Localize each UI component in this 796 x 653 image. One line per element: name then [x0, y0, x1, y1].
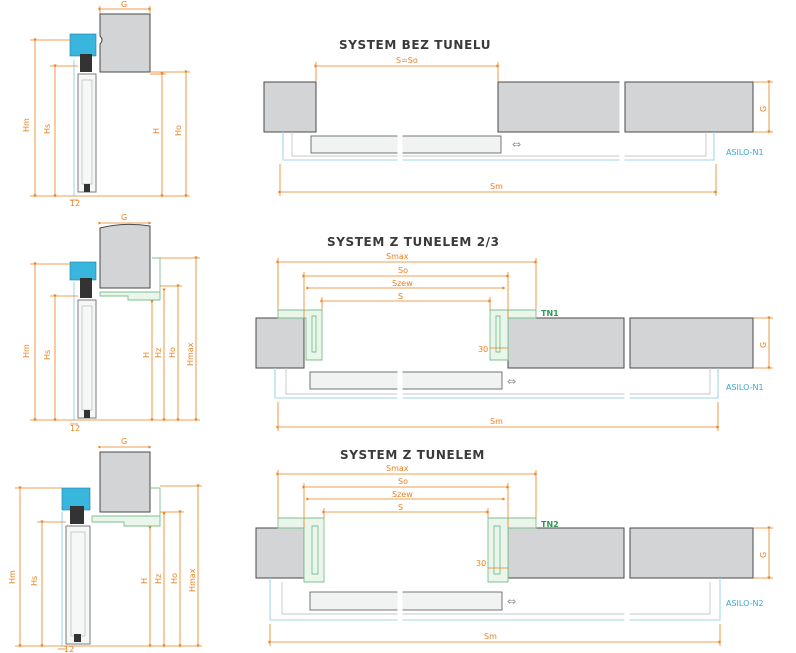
label-hm: Hm	[22, 344, 31, 358]
label-hmax: Hmax	[186, 342, 195, 366]
label-12: 12	[70, 199, 80, 208]
label-sm: Sm	[484, 632, 497, 641]
label-30: 30	[478, 345, 488, 354]
slide-arrow: ⇔	[512, 138, 521, 151]
label-ho: Ho	[168, 347, 177, 358]
label-hz: Hz	[154, 574, 163, 584]
tunnel-right-inner	[495, 315, 501, 353]
label-g: G	[121, 437, 127, 446]
sliding-panel	[309, 371, 503, 390]
wall-left	[255, 527, 305, 579]
wall-section	[99, 223, 151, 289]
label-hs: Hs	[43, 124, 52, 134]
label-hmax: Hmax	[188, 568, 197, 592]
mount-profile	[69, 33, 97, 57]
wall-section	[99, 13, 151, 73]
rail-outline	[274, 368, 719, 399]
section1-side-view: G Hm Hs H Ho 12	[22, 0, 190, 208]
label-tn: TN1	[541, 309, 559, 318]
label-h: H	[140, 578, 149, 584]
section2-plan-view: SYSTEM Z TUNELEM 2/3 ⇔ Smax So Szew S TN…	[255, 235, 773, 431]
label-g-plan: G	[759, 106, 768, 112]
rail-inner	[291, 132, 707, 157]
trolley	[80, 54, 92, 72]
wall-right-a	[507, 317, 625, 369]
section1-title: SYSTEM BEZ TUNELU	[339, 38, 491, 52]
label-szew: Szew	[392, 279, 413, 288]
label-s: S	[398, 503, 403, 512]
label-h: H	[142, 352, 151, 358]
label-h: H	[152, 128, 161, 134]
wall-right-b	[629, 317, 754, 369]
tunnel-cap	[150, 487, 161, 516]
door-leaf	[65, 525, 91, 645]
trolley	[70, 506, 84, 524]
slide-arrow: ⇔	[507, 375, 516, 388]
label-12: 12	[70, 424, 80, 433]
label-rail: ASILO-N1	[726, 148, 764, 157]
tunnel-profile	[91, 515, 161, 527]
label-so: So	[398, 477, 408, 486]
label-ho: Ho	[170, 573, 179, 584]
label-12: 12	[64, 645, 74, 653]
label-rail: ASILO-N2	[726, 599, 764, 608]
tunnel-left-inner	[311, 525, 319, 575]
rail-inner	[285, 368, 711, 395]
door-bottom	[84, 184, 90, 192]
sliding-panel	[309, 591, 503, 611]
mount-profile	[69, 261, 97, 281]
label-hs: Hs	[43, 350, 52, 360]
label-sm: Sm	[490, 417, 503, 426]
tunnel-cap	[152, 257, 161, 292]
wall-section	[99, 451, 151, 513]
label-hs: Hs	[30, 576, 39, 586]
section3-side-view: G Hm Hs H Hz Ho Hmax 12	[8, 437, 202, 653]
wall-right-b	[624, 81, 754, 133]
rail-outline	[282, 132, 715, 161]
door-leaf	[77, 73, 97, 193]
label-g: G	[121, 213, 127, 222]
section2-side-view: G Hm Hs H Hz Ho Hmax 12	[22, 213, 200, 433]
label-szew: Szew	[392, 490, 413, 499]
label-g-plan: G	[759, 342, 768, 348]
section2-title: SYSTEM Z TUNELEM 2/3	[327, 235, 500, 249]
tunnel-profile	[99, 291, 161, 301]
label-s-so: S=So	[396, 56, 418, 65]
label-ho: Ho	[174, 125, 183, 136]
label-so: So	[398, 266, 408, 275]
tunnel-left-inner	[311, 315, 317, 353]
label-smax: Smax	[386, 252, 409, 261]
rail-outline	[269, 578, 721, 621]
label-30: 30	[476, 559, 486, 568]
label-g: G	[121, 0, 127, 9]
label-smax: Smax	[386, 464, 409, 473]
section3-plan-view: SYSTEM Z TUNELEM ⇔ Smax So Szew S TN2 30	[255, 448, 773, 646]
wall-left	[255, 317, 305, 369]
label-tn: TN2	[541, 520, 559, 529]
slide-arrow: ⇔	[507, 595, 516, 608]
trolley	[80, 278, 92, 298]
wall-right-a	[507, 527, 625, 579]
section1-plan-view: SYSTEM BEZ TUNELU ⇔ S=So G Sm ASILO-N1	[263, 38, 773, 196]
rail-inner	[281, 582, 711, 615]
label-rail: ASILO-N1	[726, 383, 764, 392]
label-hz: Hz	[154, 348, 163, 358]
door-leaf	[77, 299, 97, 419]
tunnel-right-inner	[493, 525, 501, 575]
label-s: S	[398, 292, 403, 301]
label-hm: Hm	[8, 570, 17, 584]
section3-title: SYSTEM Z TUNELEM	[340, 448, 485, 462]
label-g-plan: G	[759, 552, 768, 558]
door-bottom	[74, 634, 81, 642]
sliding-panel	[310, 135, 502, 154]
wall-right-b	[629, 527, 754, 579]
door-bottom	[84, 410, 90, 418]
label-sm: Sm	[490, 182, 503, 191]
wall-right-a	[497, 81, 621, 133]
wall-left	[263, 81, 317, 133]
label-hm: Hm	[22, 118, 31, 132]
